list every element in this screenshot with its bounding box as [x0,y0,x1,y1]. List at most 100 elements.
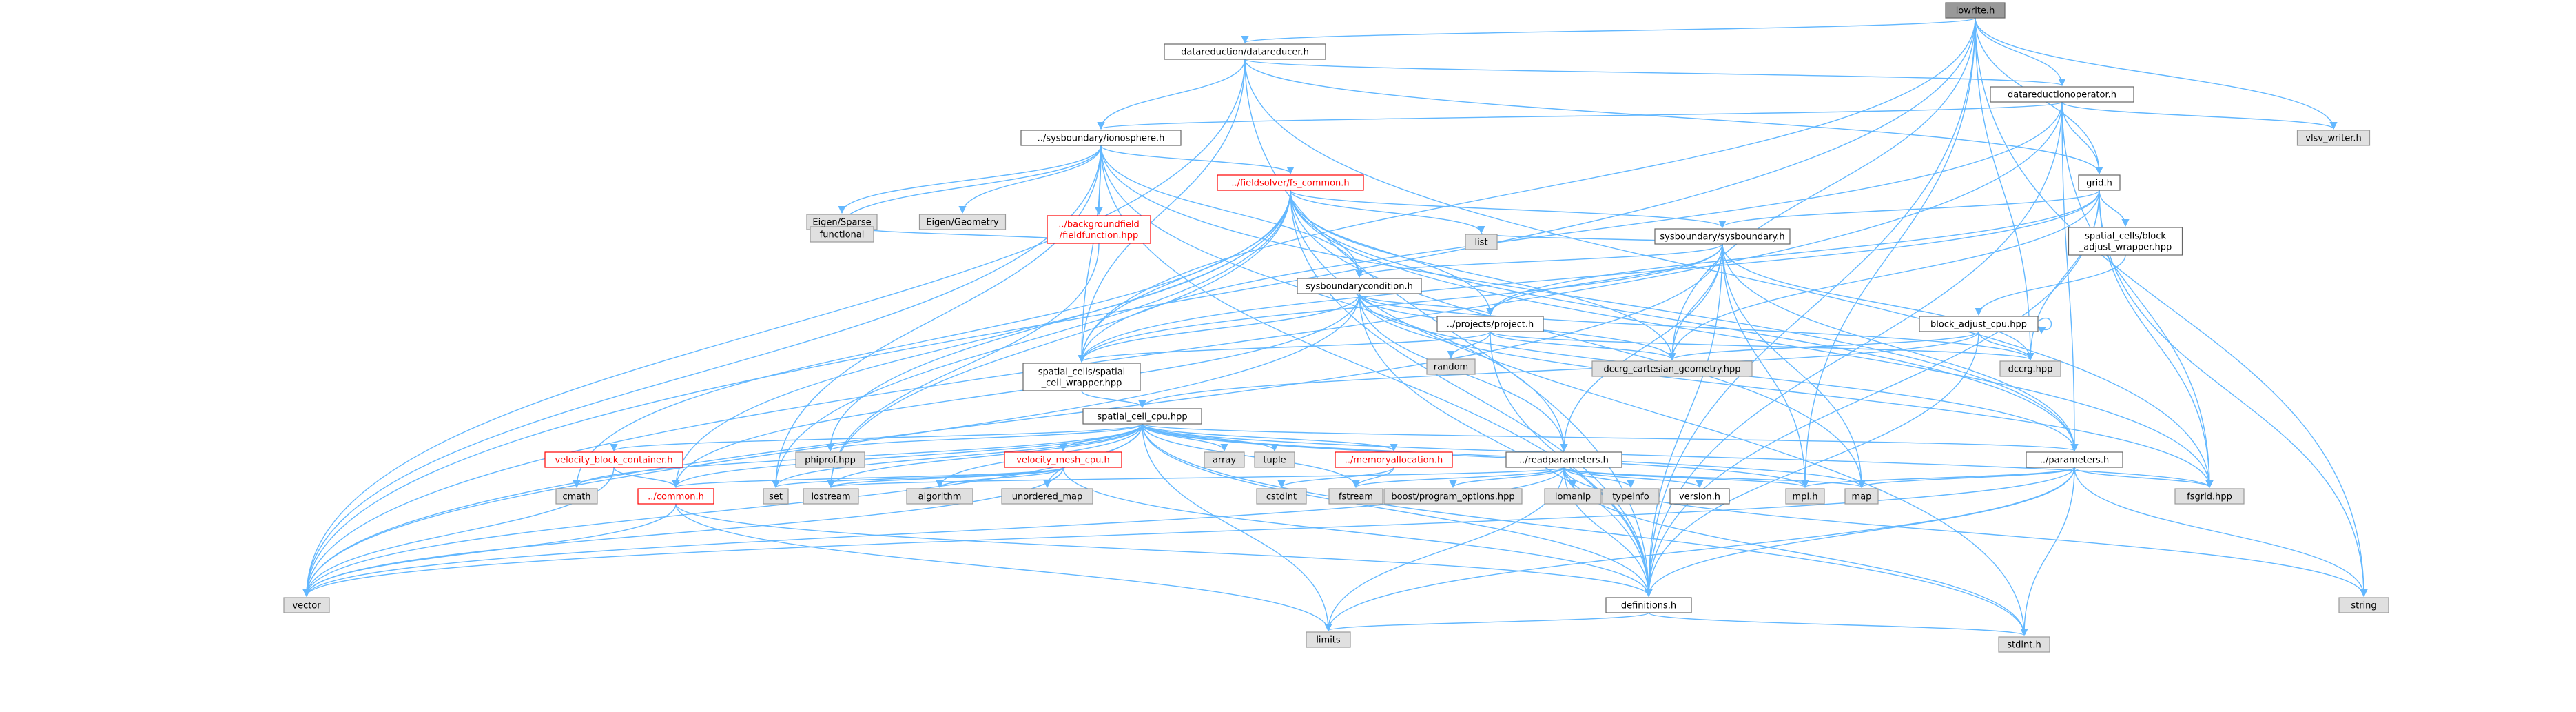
node-box [1164,43,1326,60]
node-box [1990,86,2134,103]
node-eigsparse[interactable]: Eigen/Sparse [806,214,878,230]
node-limits[interactable]: limits [1306,631,1351,648]
node-ionosphere[interactable]: ../sysboundary/ionosphere.h [1020,130,1182,146]
node-scwrap[interactable]: spatial_cells/spatial_cell_wrapper.hpp [1022,363,1141,391]
node-vlsv[interactable]: vlsv_writer.h [2296,130,2371,146]
node-iostream[interactable]: iostream [803,488,859,505]
node-fsgrid[interactable]: fsgrid.hpp [2174,488,2245,505]
node-box [795,451,865,468]
edge-fscommon-to-set [772,190,1291,489]
edge-memalloc-to-cstdint [1277,467,1394,489]
node-common[interactable]: ../common.h [637,488,714,505]
node-box [918,214,1007,230]
edge-sysboundary-to-readparams [1560,243,1723,452]
node-label: spatial_cell_cpu.hpp [1097,412,1187,423]
edge-vmesh-to-set [772,467,1064,489]
node-box [1436,316,1544,332]
edge-bacpu-to-sccpu [1138,331,1979,409]
edge-sccpu-to-iostream [827,423,1143,489]
node-label: version.h [1679,492,1720,502]
edge-sysboundary-to-vector [302,243,1723,598]
edge-sbcond-to-defs [1359,293,1653,598]
node-drop[interactable]: datareductionoperator.h [1990,86,2134,103]
node-dccrg[interactable]: dccrg.hpp [1999,360,2061,377]
edge-iowrite-to-vector [302,17,1976,598]
node-string[interactable]: string [2338,597,2389,613]
edge-grid-to-project [1486,190,2100,316]
node-iomanip[interactable]: iomanip [1544,488,1602,505]
node-mpi[interactable]: mpi.h [1785,488,1825,505]
node-vmesh[interactable]: velocity_mesh_cpu.h [1004,451,1122,468]
node-sysboundary[interactable]: sysboundary/sysboundary.h [1654,228,1791,245]
node-params[interactable]: ../parameters.h [2026,451,2123,468]
edge-ionosphere-to-readparams [1100,145,1568,452]
edge-memalloc-to-fstream [1352,467,1394,489]
node-box [1217,174,1364,191]
edge-bacpu-to-bacpu [2037,317,2052,334]
node-box [2296,130,2371,146]
edge-params-to-fsgrid [2074,467,2214,489]
edge-sysboundary-to-dccrgcart [1668,243,1723,361]
node-cstdint[interactable]: cstdint [1256,488,1307,505]
node-box [283,597,330,613]
node-memalloc[interactable]: ../memoryallocation.h [1335,451,1453,468]
node-boostpo[interactable]: boost/program_options.hpp [1383,488,1523,505]
node-box [1602,488,1660,505]
node-algorithm[interactable]: algorithm [906,488,973,505]
node-box [1306,631,1351,648]
node-fstream[interactable]: fstream [1328,488,1383,505]
node-box [1426,358,1476,375]
node-sccpu[interactable]: spatial_cell_cpu.hpp [1082,408,1202,425]
node-datareducer[interactable]: datareduction/datareducer.h [1164,43,1326,60]
node-version[interactable]: version.h [1669,488,1730,505]
node-sbcond[interactable]: sysboundarycondition.h [1297,278,1422,294]
edge-fscommon-to-dccrgcart [1290,190,1676,361]
dependency-edges [302,17,2368,637]
node-vbc[interactable]: velocity_block_container.h [544,451,683,468]
node-iowrite[interactable]: iowrite.h [1945,2,2006,19]
node-umap[interactable]: unordered_map [1001,488,1093,505]
edge-vmesh-to-iostream [827,467,1064,489]
node-project[interactable]: ../projects/project.h [1436,316,1544,332]
edge-fscommon-to-iostream [827,190,1291,489]
node-dccrgcart[interactable]: dccrg_cartesian_geometry.hpp [1591,360,1753,377]
node-label: ../readparameters.h [1519,456,1609,466]
node-cmath[interactable]: cmath [555,488,598,505]
node-defs[interactable]: definitions.h [1605,597,1692,613]
node-bgfield[interactable]: ../backgroundfield/fieldfunction.hpp [1047,215,1151,244]
edge-ionosphere-to-vector [302,145,1102,598]
node-vector[interactable]: vector [283,597,330,613]
node-grid[interactable]: grid.h [2078,174,2121,191]
edge-scwrap-to-sccpu [1081,390,1146,409]
edge-sccpu-to-vector [302,423,1143,598]
edge-iowrite-to-dccrgcart [1668,17,1976,361]
node-map[interactable]: map [1844,488,1879,505]
node-label: ../common.h [648,492,704,502]
edge-drop-to-fsgrid [2061,101,2214,489]
node-readparams[interactable]: ../readparameters.h [1505,451,1622,468]
node-box [2338,597,2389,613]
node-eiggeom[interactable]: Eigen/Geometry [918,214,1007,230]
node-set[interactable]: set [763,488,789,505]
node-typeinfo[interactable]: typeinfo [1602,488,1660,505]
node-tuple[interactable]: tuple [1254,451,1295,468]
node-array[interactable]: array [1204,451,1245,468]
node-bacpu[interactable]: block_adjust_cpu.hpp [1919,316,2039,332]
edge-ionosphere-to-eiggeom [958,145,1102,214]
node-label: _adjust_wrapper.hpp [2079,243,2172,253]
node-bawrap[interactable]: spatial_cells/block_adjust_wrapper.hpp [2068,227,2183,256]
node-label: array [1213,456,1236,466]
node-list[interactable]: list [1465,234,1498,250]
node-label: velocity_mesh_cpu.h [1016,456,1110,466]
edge-sccpu-to-fstream [1142,423,1360,489]
node-fscommon[interactable]: ../fieldsolver/fs_common.h [1217,174,1364,191]
node-label: fstream [1339,492,1373,502]
node-functional[interactable]: functional [810,226,874,243]
node-random[interactable]: random [1426,358,1476,375]
edge-datareducer-to-scwrap [1078,59,1246,363]
node-phiprof[interactable]: phiprof.hpp [795,451,865,468]
edge-vmesh-to-algorithm [936,467,1064,489]
edge-sysboundary-to-project [1486,243,1723,316]
node-stdint[interactable]: stdint.h [1998,636,2050,653]
edge-readparams-to-version [1563,467,1704,489]
